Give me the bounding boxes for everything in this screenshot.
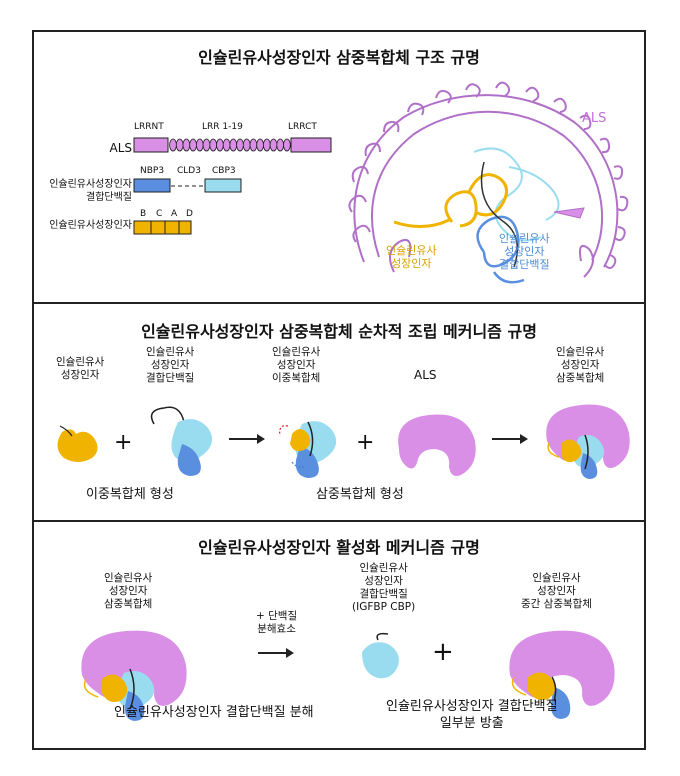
activation-plus: + bbox=[432, 637, 454, 667]
igfbp-domain-cld3-label: CLD3 bbox=[177, 166, 201, 176]
assembly-igfbp-label: 인슐린유사 성장인자 결합단백질 bbox=[146, 346, 195, 384]
activation-step2-caption: 인슐린유사성장인자 결합단백질 일부분 방출 bbox=[386, 699, 558, 731]
assembly-step2-caption: 삼중복합체 형성 bbox=[316, 487, 404, 502]
igf-domain-c-label: C bbox=[156, 209, 163, 219]
panel-structure: 인슐린유사성장인자 삼중복합체 구조 규명 ALS LRRNT LRR 1-19… bbox=[34, 32, 644, 304]
igfbp-cbp3-box bbox=[204, 178, 242, 193]
activation-intermediate-label: 인슐린유사 성장인자 중간 삼중복합체 bbox=[521, 572, 592, 610]
igfbp-nbp-ribbon bbox=[476, 215, 525, 284]
panel-activation: 인슐린유사성장인자 활성화 메커니즘 규명 인슐린유사 성장인자 삼중복합체 +… bbox=[34, 522, 644, 748]
als-domain-lrrct-label: LRRCT bbox=[288, 122, 317, 132]
igf-domain-d-label: D bbox=[186, 209, 193, 219]
assembly-arrow-2 bbox=[492, 434, 528, 444]
panel3-title: 인슐린유사성장인자 활성화 메커니즘 규명 bbox=[198, 538, 480, 557]
panel2-title: 인슐린유사성장인자 삼중복합체 순차적 조립 메커니즘 규명 bbox=[141, 322, 537, 341]
activation-cbp-shape bbox=[362, 632, 399, 679]
assembly-ternary-label: 인슐린유사 성장인자 삼중복합체 bbox=[556, 346, 605, 384]
struct-igfbp-label: 인슐린유사 성장인자 결합단백질 bbox=[499, 232, 550, 271]
igfbp-row-label: 인슐린유사성장인자 결합단백질 bbox=[49, 179, 132, 203]
activation-intermediate-shape bbox=[509, 630, 615, 719]
igfbp-domain-nbp3-label: NBP3 bbox=[140, 166, 165, 176]
activation-ternary-label: 인슐린유사 성장인자 삼중복합체 bbox=[104, 572, 153, 610]
assembly-plus-1: + bbox=[114, 430, 133, 455]
assembly-igf-label: 인슐린유사 성장인자 bbox=[56, 356, 105, 381]
igf-domain-a-label: A bbox=[171, 209, 178, 219]
activation-cbp-label: 인슐린유사 성장인자 결합단백질 (IGFBP CBP) bbox=[352, 562, 416, 613]
assembly-plus-2: + bbox=[356, 430, 375, 455]
assembly-arrow-1 bbox=[229, 434, 265, 444]
panel-assembly: 인슐린유사성장인자 삼중복합체 순차적 조립 메커니즘 규명 인슐린유사 성장인… bbox=[34, 304, 644, 522]
struct-igf-label: 인슐린유사 성장인자 bbox=[386, 244, 437, 270]
activation-arrow bbox=[258, 648, 294, 658]
als-domain-lrr-label: LRR 1-19 bbox=[202, 122, 243, 132]
assembly-ternary-shape bbox=[546, 404, 630, 479]
activation-protease-label: + 단백질 분해효소 bbox=[256, 610, 298, 635]
igfbp-nbp3-box bbox=[133, 178, 171, 193]
igf-domain-b-label: B bbox=[140, 209, 147, 219]
igf-ribbon bbox=[393, 173, 508, 228]
als-row-label: ALS bbox=[109, 141, 132, 155]
figure-frame: 인슐린유사성장인자 삼중복합체 구조 규명 ALS LRRNT LRR 1-19… bbox=[32, 30, 646, 750]
panel1-title: 인슐린유사성장인자 삼중복합체 구조 규명 bbox=[198, 48, 480, 67]
activation-ternary-shape bbox=[81, 630, 187, 721]
als-domain-lrrnt-label: LRRNT bbox=[134, 122, 164, 132]
als-strand-arrow bbox=[553, 207, 585, 219]
linker-loop bbox=[480, 161, 519, 268]
assembly-als-label: ALS bbox=[414, 368, 437, 382]
igfbp-cbp-ribbon bbox=[473, 147, 560, 242]
activation-step1-caption: 인슐린유사성장인자 결합단백질 분해 bbox=[114, 705, 314, 720]
struct-als-label: ALS bbox=[582, 111, 607, 126]
ternary-complex-structure bbox=[348, 81, 629, 284]
assembly-binary-label: 인슐린유사 성장인자 이중복합체 bbox=[272, 346, 321, 384]
als-lrr-repeats bbox=[169, 138, 291, 152]
igfbp-domain-bar bbox=[133, 178, 242, 193]
assembly-binary-shape bbox=[279, 421, 337, 478]
assembly-igf-shape bbox=[57, 425, 98, 462]
assembly-als-shape bbox=[398, 414, 476, 476]
igf-row-label: 인슐린유사성장인자 bbox=[49, 220, 132, 231]
igfbp-domain-cbp3-label: CBP3 bbox=[212, 166, 236, 176]
als-lrrct-box bbox=[290, 137, 332, 153]
als-lrrnt-box bbox=[133, 137, 169, 153]
igf-domain-bar bbox=[133, 220, 192, 235]
als-horseshoe-ribbon bbox=[348, 81, 629, 278]
als-domain-bar bbox=[133, 137, 332, 153]
assembly-igfbp-shape bbox=[150, 406, 213, 476]
assembly-step1-caption: 이중복합체 형성 bbox=[86, 487, 174, 502]
